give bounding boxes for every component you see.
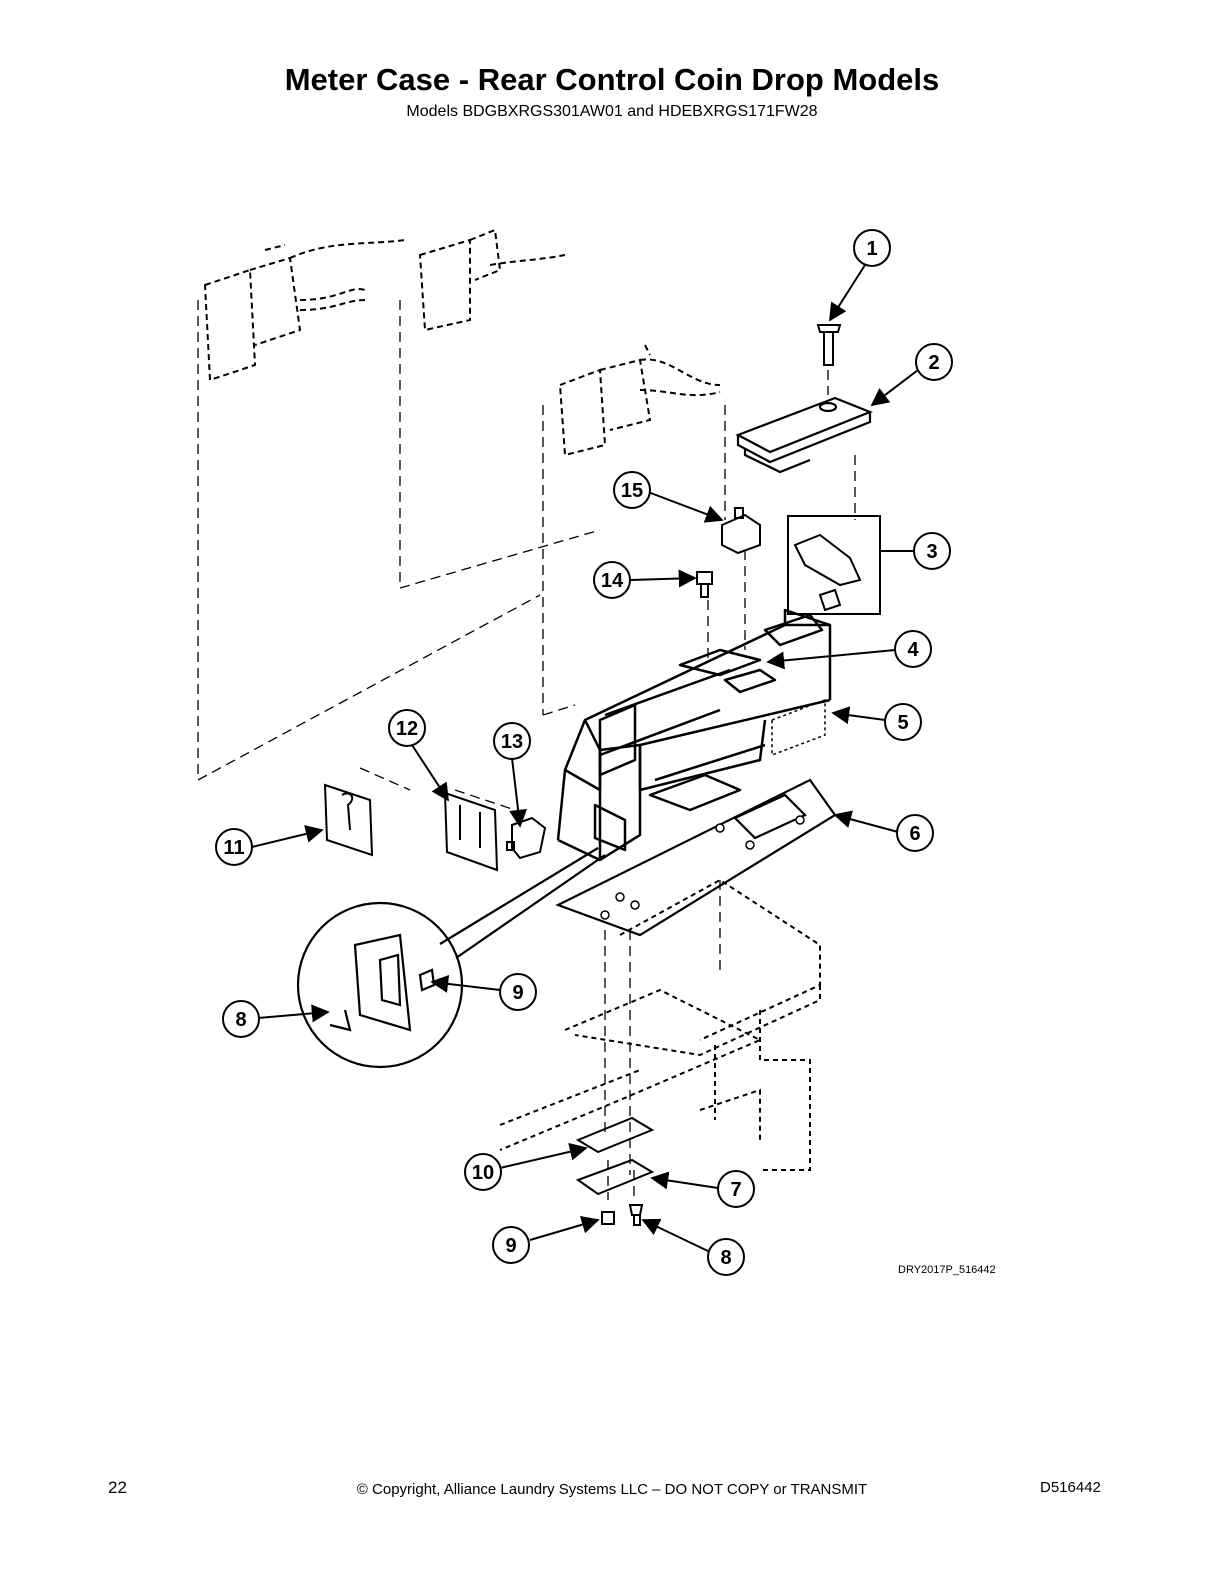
callout-2: 2 [928,352,939,374]
machine-top-ghost [499,878,821,1171]
wiring-harness-ghost [203,228,721,457]
page-number: 22 [108,1478,127,1497]
page-title: Meter Case - Rear Control Coin Drop Mode… [284,62,940,97]
callout-14: 14 [601,570,624,592]
document-number: D516442 [1040,1479,1101,1496]
callout-9-detail: 9 [512,982,523,1004]
lid [735,396,873,474]
callout-4: 4 [907,639,919,661]
alignment-lines [197,300,856,1200]
callout-8-detail: 8 [235,1009,246,1031]
base-plate-holes [600,815,805,920]
page-subtitle: Models BDGBXRGS301AW01 and HDEBXRGS171FW… [406,103,818,120]
callout-5: 5 [897,712,908,734]
figure-code: DRY2017P_516442 [898,1264,996,1276]
switch [721,507,761,555]
callout-1: 1 [866,238,877,260]
micro-switch [506,816,547,860]
meter-case [556,608,832,862]
callout-12: 12 [396,718,418,740]
callout-8-lower: 8 [720,1247,731,1269]
callout-10: 10 [472,1162,494,1184]
callout-11: 11 [223,837,244,859]
bolt [696,571,713,598]
callout-13: 13 [501,731,523,753]
bracket-detail [787,515,881,615]
coin-plates [323,783,499,872]
callout-15: 15 [621,480,643,502]
lower-brackets [575,1116,655,1196]
callout-7: 7 [730,1179,741,1201]
callout-3: 3 [926,541,937,563]
callout-numbers: 1 2 3 4 5 6 7 8 9 10 11 12 13 14 15 8 9 [223,238,939,1269]
copyright-notice: © Copyright, Alliance Laundry Systems LL… [356,1481,868,1498]
callout-9-lower: 9 [505,1235,516,1257]
leader-lines [251,264,919,1253]
screw [816,324,842,366]
detail-magnifier [296,847,606,1069]
callout-circles [215,229,953,1276]
callout-6: 6 [909,823,920,845]
lower-fasteners [601,1204,644,1226]
